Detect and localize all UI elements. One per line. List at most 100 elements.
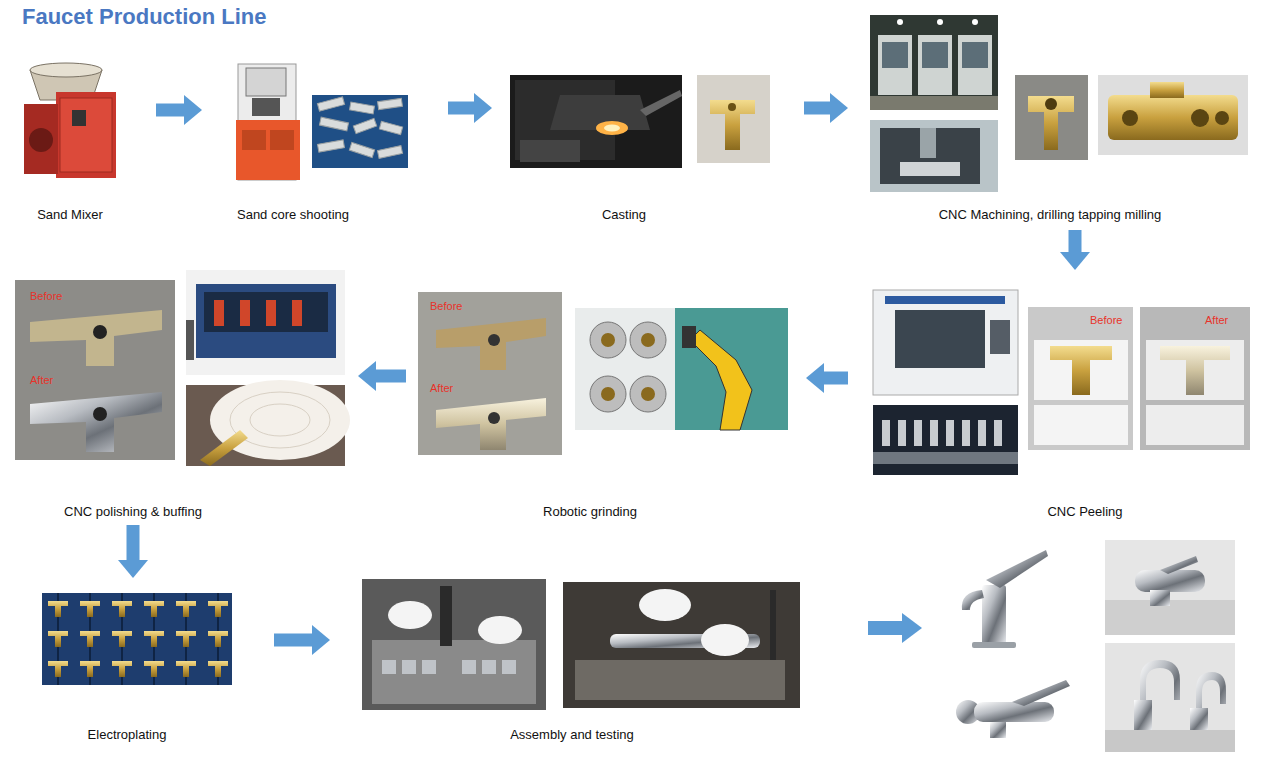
sand-cores-photo-part-part — [349, 102, 374, 114]
assembly-photo-part-part — [502, 660, 516, 674]
peeling-spindles-photo-part-part — [930, 420, 938, 446]
assembly-photo-part-part — [402, 660, 416, 674]
process-step: Sand Mixer — [8, 55, 156, 228]
grinding-robot-photo-part — [601, 387, 615, 401]
electroplating-photo — [42, 593, 232, 685]
step-caption: Casting — [602, 207, 646, 223]
casting-photo-part — [640, 90, 682, 116]
peeling-machine-photo-part — [990, 320, 1010, 354]
photo-tag: Before — [430, 300, 462, 313]
polishing-machine-photo-part — [266, 300, 276, 326]
photo-tag: After — [1205, 314, 1228, 327]
photo-tag: Before — [30, 290, 62, 303]
machined-body-photo — [1098, 75, 1248, 155]
step-caption: Sand core shooting — [237, 207, 349, 223]
wall-faucet-part — [974, 702, 1054, 722]
sand-mixer-photo-part — [30, 63, 102, 77]
sand-cores-photo-part-part — [378, 98, 403, 109]
process-step: CNC Machining, drilling tapping milling — [848, 12, 1262, 230]
kitchen-faucets-photo-part — [1190, 708, 1208, 730]
sand-cores-photo-part — [317, 97, 402, 159]
sand-cores-photo-part-part — [379, 121, 402, 134]
peeling-machine-photo-part — [885, 296, 1005, 304]
wall-faucet-part — [1012, 680, 1070, 706]
peeling-machine-photo-part — [895, 310, 985, 368]
process-step: Robotic grinding — [406, 270, 806, 525]
cnc-machines-photo-part — [918, 35, 952, 95]
flow-arrow — [824, 372, 848, 385]
core-shooter-photo-part — [242, 130, 266, 150]
photo-tag: Before — [1090, 314, 1122, 327]
machined-part-photo-part — [1045, 98, 1057, 110]
testing-photo-part — [770, 590, 776, 660]
sand-mixer-photo — [24, 63, 116, 178]
wall-faucet — [956, 680, 1070, 738]
peeling-after-photo-part — [1146, 405, 1244, 445]
cnc-machines-photo-part — [958, 35, 992, 95]
machined-body-photo-part — [1215, 111, 1229, 125]
sand-cores-photo-part-part — [377, 146, 402, 159]
step-caption: Sand Mixer — [37, 207, 103, 223]
sand-mixer-photo-part — [24, 104, 58, 174]
core-shooter-photo-part — [246, 68, 286, 96]
grinding-robot-photo-part — [630, 322, 666, 358]
sand-cores-photo-part — [312, 95, 408, 168]
wall-mixer-photo — [1105, 540, 1235, 635]
peeling-spindles-photo — [873, 405, 1018, 475]
cast-part-photo-part — [697, 75, 770, 163]
sand-cores-photo-part-part — [349, 142, 374, 157]
grinding-robot-photo-part — [630, 376, 666, 412]
grinding-parts-photo — [418, 292, 562, 455]
machined-body-photo-part — [1150, 82, 1184, 98]
sand-mixer-photo-part — [29, 128, 53, 152]
process-step: Electroplating — [30, 578, 274, 748]
assembly-photo-part — [440, 586, 452, 646]
peeling-spindles-photo-part-part — [994, 420, 1002, 446]
sand-mixer-photo-part — [72, 110, 86, 126]
cnc-machines-photo-part — [882, 42, 908, 68]
buffing-wheel-photo — [186, 380, 350, 466]
cast-part-photo-part — [710, 100, 755, 150]
cnc-machines-photo-part — [870, 15, 998, 110]
basin-faucet-part — [972, 642, 1016, 648]
polishing-parts-photo-part — [93, 407, 107, 421]
cnc-machines-photo-part — [878, 35, 912, 95]
polishing-parts-photo-part — [30, 392, 162, 452]
casting-photo-part — [604, 125, 620, 132]
assembly-photo-part — [382, 660, 516, 674]
cast-part-photo-part — [728, 103, 736, 111]
casting-photo-part — [596, 121, 628, 135]
peeling-after-photo-part — [1146, 340, 1244, 400]
peeling-before-photo-part — [1028, 307, 1133, 450]
cnc-machines-photo-part — [972, 19, 978, 25]
machined-body-photo-part — [1122, 110, 1138, 126]
assembly-photo-part — [478, 616, 522, 644]
core-shooter-photo — [236, 64, 300, 180]
grinding-robot-photo — [575, 308, 788, 430]
peeling-machine-photo — [873, 290, 1018, 395]
basin-faucet — [962, 550, 1048, 648]
step-caption: Assembly and testing — [510, 727, 634, 743]
testing-photo-part — [575, 660, 785, 700]
assembly-photo-part-part — [482, 660, 496, 674]
testing-photo-part — [639, 589, 691, 621]
polishing-machine-photo — [186, 270, 345, 375]
grinding-robot-photo-part — [601, 333, 615, 347]
sand-cores-photo-part-part — [318, 140, 345, 152]
grinding-robot-photo-part — [641, 387, 655, 401]
cnc-interior-photo-part — [870, 120, 998, 192]
wall-mixer-photo-part — [1135, 570, 1205, 592]
peeling-spindles-photo-part — [882, 420, 1002, 446]
wall-faucet-part — [990, 722, 1006, 738]
testing-photo — [563, 582, 800, 708]
peeling-spindles-photo-part-part — [914, 420, 922, 446]
polishing-parts-photo-part — [93, 325, 107, 339]
photo-tag: After — [30, 374, 53, 387]
polishing-machine-photo-part — [240, 300, 250, 326]
grinding-robot-photo-part — [575, 308, 675, 430]
assembly-photo-part — [388, 601, 432, 629]
basin-faucet-part — [982, 585, 1006, 645]
testing-photo-part — [701, 624, 749, 656]
products-arrow-part — [868, 621, 902, 635]
